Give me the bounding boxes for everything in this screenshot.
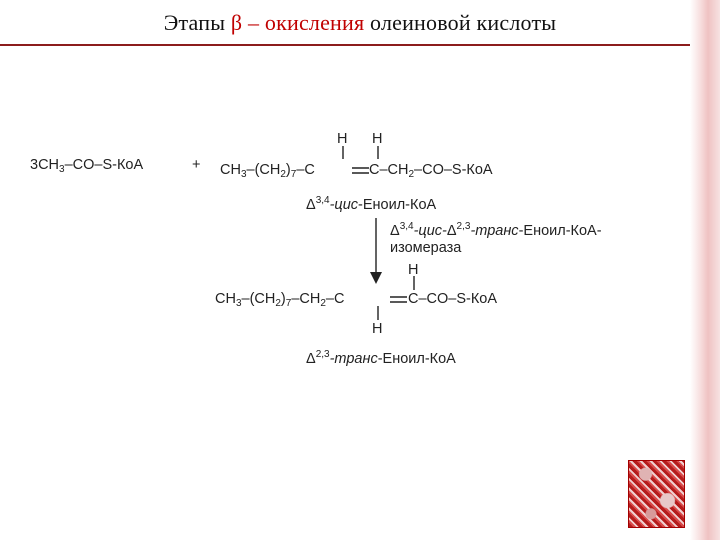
hydrogen-top-right: H xyxy=(372,131,383,147)
reactant-acetyl-coa: 3CH3–CO–S-КоА xyxy=(30,157,144,175)
slide-title: Этапы β – окисления олеиновой кислоты xyxy=(0,10,720,36)
hydrogen-product-top: H xyxy=(408,262,419,278)
title-underline xyxy=(0,44,690,46)
title-highlight: β – окисления xyxy=(230,10,365,35)
title-part-3: олеиновой кислоты xyxy=(364,10,557,35)
hydrogen-top-left: H xyxy=(337,131,348,147)
reactant-cis-enoyl-coa-tail: C–CH2–CO–S-КоА xyxy=(369,162,493,180)
hydrogen-product-bottom: H xyxy=(372,321,383,337)
enzyme-name-line-2: изомераза xyxy=(390,240,462,256)
label-cis-enoyl-coa: Δ3,4-цис-Еноил-КоА xyxy=(306,195,437,213)
decorative-side-band xyxy=(690,0,720,540)
product-trans-enoyl-coa: CH3–(CH2)7–CH2–C xyxy=(215,291,345,309)
label-trans-enoyl-coa: Δ2,3-транс-Еноил-КоА xyxy=(306,349,456,367)
title-part-1: Этапы xyxy=(163,10,231,35)
enzyme-name-line-1: Δ3,4-цис-Δ2,3-транс-Еноил-КоА- xyxy=(390,221,602,239)
reaction-arrow-head xyxy=(370,272,382,284)
plus-sign: + xyxy=(192,157,201,173)
product-trans-enoyl-coa-tail: C–CO–S-КоА xyxy=(408,291,498,307)
reactant-cis-enoyl-coa: CH3–(CH2)7–C xyxy=(220,162,315,180)
tissue-image-thumbnail xyxy=(628,460,685,528)
